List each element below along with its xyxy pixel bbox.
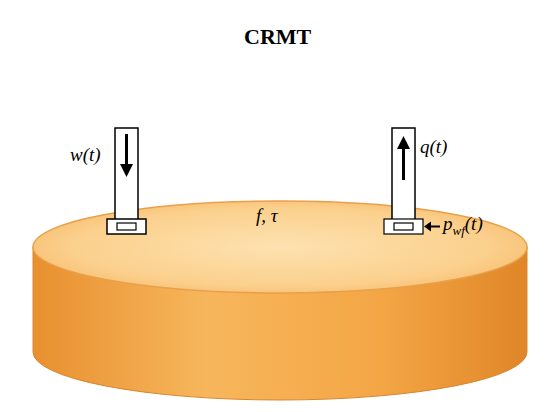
injector-well	[107, 128, 146, 234]
time-argument: (t)	[465, 213, 483, 234]
rate-label: w(t)	[70, 144, 101, 166]
pressure-label: pwf(t)	[443, 213, 483, 235]
diagram-title: CRMT	[244, 24, 311, 50]
producer-well	[384, 128, 423, 234]
reservoir-top	[33, 201, 527, 293]
subscript: wf	[453, 223, 465, 238]
rate-label: q(t)	[420, 136, 447, 158]
parameter-label: f, τ	[256, 205, 278, 227]
pressure-symbol: p	[443, 213, 453, 234]
pressure-pointer	[424, 222, 440, 232]
